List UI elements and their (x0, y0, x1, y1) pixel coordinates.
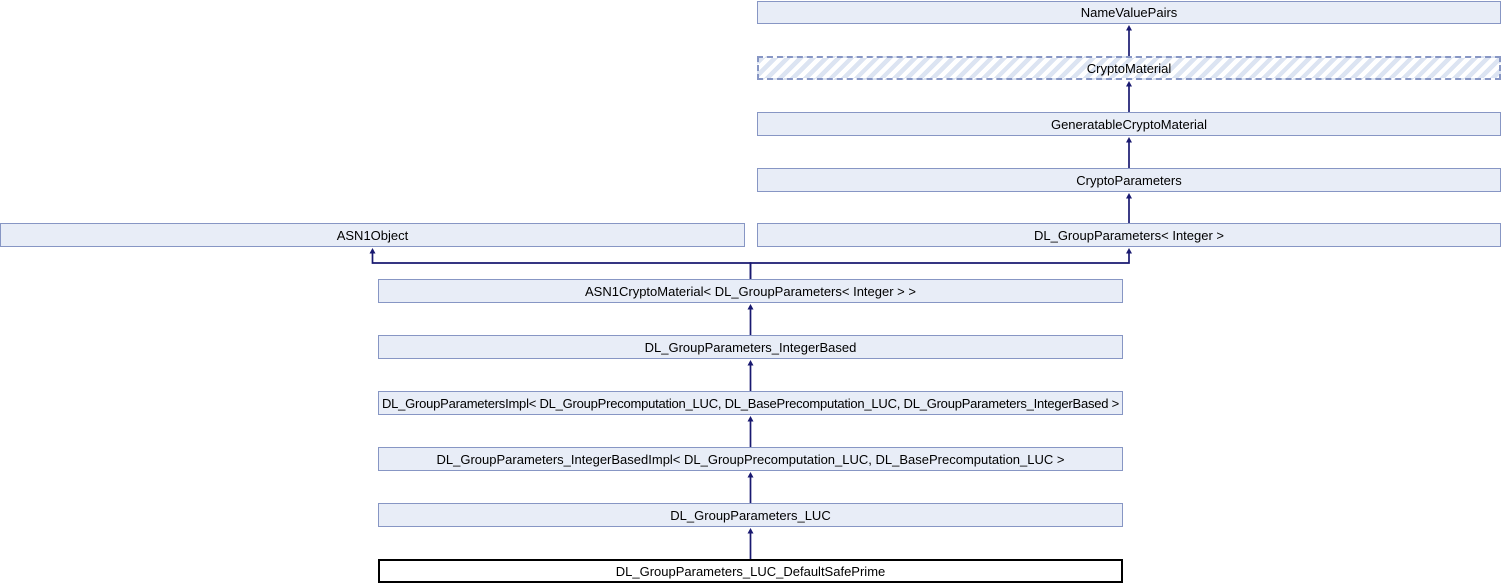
inheritance-arrowhead (1126, 137, 1132, 143)
class-node-dl_groupparametersimpl[interactable]: DL_GroupParametersImpl< DL_GroupPrecompu… (378, 391, 1123, 415)
class-node-cryptomaterial[interactable]: CryptoMaterial (757, 56, 1501, 80)
inheritance-edge-line (371, 252, 752, 280)
class-node-dl_groupparameters_integerbasedimpl[interactable]: DL_GroupParameters_IntegerBasedImpl< DL_… (378, 447, 1123, 471)
inheritance-arrowhead (747, 304, 754, 310)
class-node-label: DL_GroupParameters_IntegerBased (644, 339, 857, 355)
inheritance-edge-line (749, 252, 1130, 280)
inheritance-arrowhead (747, 360, 754, 366)
class-node-cryptoparameters[interactable]: CryptoParameters (757, 168, 1501, 192)
class-node-label: DL_GroupParameters_LUC_DefaultSafePrime (615, 563, 886, 579)
class-node-dl_groupparameters_integerbased[interactable]: DL_GroupParameters_IntegerBased (378, 335, 1123, 359)
class-node-label: DL_GroupParametersImpl< DL_GroupPrecompu… (381, 395, 1120, 411)
inheritance-arrowhead (747, 528, 754, 534)
class-node-dl_groupparameters_luc_defaultsafeprime[interactable]: DL_GroupParameters_LUC_DefaultSafePrime (378, 559, 1123, 583)
class-node-label: ASN1CryptoMaterial< DL_GroupParameters< … (585, 283, 916, 299)
class-node-dl_groupparameters_luc[interactable]: DL_GroupParameters_LUC (378, 503, 1123, 527)
inheritance-arrowhead (1126, 25, 1132, 31)
inheritance-arrowhead (1126, 248, 1132, 254)
class-node-label: DL_GroupParameters_LUC (670, 507, 831, 523)
class-node-generatablecryptomaterial[interactable]: GeneratableCryptoMaterial (757, 112, 1501, 136)
inheritance-arrowhead (369, 248, 376, 254)
class-node-label: ASN1Object (336, 227, 409, 243)
class-node-label: GeneratableCryptoMaterial (1050, 116, 1208, 132)
class-node-label: CryptoMaterial (1086, 60, 1172, 76)
class-node-asn1object[interactable]: ASN1Object (0, 223, 745, 247)
class-node-asn1cryptomaterial[interactable]: ASN1CryptoMaterial< DL_GroupParameters< … (378, 279, 1123, 303)
class-node-label: DL_GroupParameters_IntegerBasedImpl< DL_… (436, 451, 1065, 467)
class-node-namevaluepairs[interactable]: NameValuePairs (757, 1, 1501, 24)
inheritance-arrowhead (1126, 81, 1132, 87)
class-node-dl_groupparameters_integer[interactable]: DL_GroupParameters< Integer > (757, 223, 1501, 247)
class-node-label: NameValuePairs (1080, 5, 1178, 20)
inheritance-arrowhead (747, 472, 754, 478)
inheritance-arrowhead (1126, 193, 1132, 199)
inheritance-arrowhead (747, 416, 754, 422)
class-node-label: DL_GroupParameters< Integer > (1033, 227, 1225, 243)
class-node-label: CryptoParameters (1076, 172, 1182, 188)
